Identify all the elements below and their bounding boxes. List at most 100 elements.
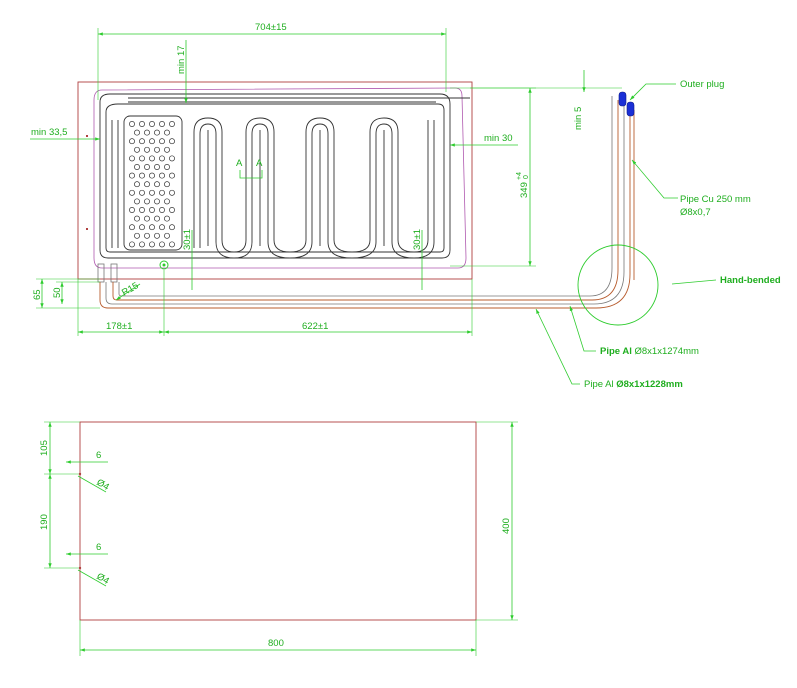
dim-190: 190	[39, 514, 50, 530]
panel-dot	[149, 189, 155, 196]
panel-dot	[164, 146, 170, 153]
panel-dot	[139, 155, 145, 162]
panel-dot	[164, 164, 170, 170]
panel-dot	[129, 172, 135, 179]
dim-min-30: min 30	[484, 133, 513, 144]
panel-dot	[154, 215, 160, 222]
panel-dot	[159, 121, 165, 127]
panel-dot	[129, 224, 135, 231]
panel-dot	[169, 138, 175, 145]
dim-105: 105	[39, 440, 50, 456]
panel-dot	[169, 224, 175, 231]
dim-30-left: 30±1	[182, 229, 193, 250]
panel-dot	[134, 232, 140, 239]
panel-dot	[129, 138, 135, 145]
panel-dot	[129, 155, 135, 162]
panel-dot	[154, 146, 160, 153]
dim-height-tol-lower: 0	[523, 175, 530, 179]
panel-dot	[134, 164, 140, 170]
panel-dot	[139, 121, 145, 127]
panel-dot	[164, 129, 170, 136]
panel-dot	[139, 241, 145, 248]
panel-dot	[144, 215, 150, 222]
panel-dot	[169, 241, 175, 248]
panel-dot	[159, 241, 165, 248]
dim-400: 400	[501, 518, 512, 534]
seal-contour	[93, 87, 467, 269]
dim-30-right: 30±1	[412, 229, 423, 250]
panel-dot	[134, 146, 140, 153]
callout-pipe-al-1274: Pipe Al Ø8x1x1274mm	[600, 346, 699, 357]
dim-622: 622±1	[302, 321, 328, 332]
panel-dot	[139, 207, 145, 213]
outer-plug-right	[626, 101, 635, 117]
dim-65: 65	[32, 289, 43, 300]
dim-min-5: min 5	[573, 107, 584, 130]
panel-dot	[169, 155, 175, 162]
panel-dot	[169, 189, 175, 196]
panel-dot	[134, 181, 140, 188]
panel-dot	[164, 232, 170, 239]
callout-pipe-al-1228: Pipe Al Ø8x1x1228mm	[584, 379, 683, 390]
panel-dot	[159, 189, 165, 196]
panel-dot	[154, 129, 160, 136]
panel-dot	[144, 164, 150, 170]
panel-dot	[169, 121, 175, 127]
panel-dot	[149, 121, 155, 127]
panel-dot	[129, 189, 135, 196]
serpentine-channel	[99, 93, 470, 259]
outlet-pipes	[99, 96, 635, 309]
panel-dot	[154, 198, 160, 205]
section-mark-a-right: A	[256, 158, 263, 169]
panel-dot	[159, 207, 165, 213]
panel-dot	[149, 207, 155, 213]
dim-50: 50	[52, 287, 63, 298]
outer-plug-left	[618, 91, 627, 107]
panel-dot	[144, 232, 150, 239]
panel-dot	[149, 138, 155, 145]
panel-dot	[139, 138, 145, 145]
panel-dot	[139, 224, 145, 231]
panel-dot	[129, 241, 135, 248]
callout-hand-bended: Hand-bended	[720, 275, 781, 286]
panel-dot	[149, 172, 155, 179]
dim-dia4-bottom: Ø4	[95, 571, 111, 587]
panel-dot	[154, 181, 160, 188]
panel-dot	[159, 224, 165, 231]
panel-dot	[154, 164, 160, 170]
panel-dot-grid	[129, 121, 175, 248]
panel-dot	[144, 129, 150, 136]
panel-dot	[129, 207, 135, 213]
dim-height-349: 349	[519, 182, 530, 198]
callout-pipe-cu-line1: Pipe Cu 250 mm	[680, 194, 751, 205]
callout-pipe-cu-line2: Ø8x0,7	[680, 207, 711, 218]
bottom-view: 105 190 6 Ø4 6 Ø4 400 800	[39, 421, 518, 656]
panel-dot	[129, 121, 135, 127]
drain-hole	[159, 260, 169, 270]
dim-min-17: min 17	[176, 45, 187, 74]
panel-dot	[154, 232, 160, 239]
plate-outline-bottom	[79, 421, 477, 621]
dim-178: 178±1	[106, 321, 132, 332]
top-view: A A 704±15 min 17 min 33,5 min 30	[30, 22, 781, 390]
hand-bended-zone	[577, 244, 659, 326]
dim-width-704: 704±15	[255, 22, 287, 33]
panel-dot	[169, 172, 175, 179]
dim-height-tol-upper: +4	[516, 172, 523, 180]
panel-dot	[134, 198, 140, 205]
dim-800: 800	[268, 638, 284, 649]
panel-dot	[159, 172, 165, 179]
panel-dot	[159, 138, 165, 145]
dim-min-33-5: min 33,5	[31, 127, 67, 138]
panel-dot	[159, 155, 165, 162]
plate-outline-top	[77, 81, 473, 280]
dim-6-top: 6	[96, 450, 101, 461]
panel-dot	[139, 172, 145, 179]
panel-dot	[149, 241, 155, 248]
panel-dot	[164, 215, 170, 222]
panel-dot	[134, 129, 140, 136]
panel-dot	[139, 189, 145, 196]
panel-dot	[149, 155, 155, 162]
panel-dot	[144, 181, 150, 188]
panel-dot	[164, 198, 170, 205]
